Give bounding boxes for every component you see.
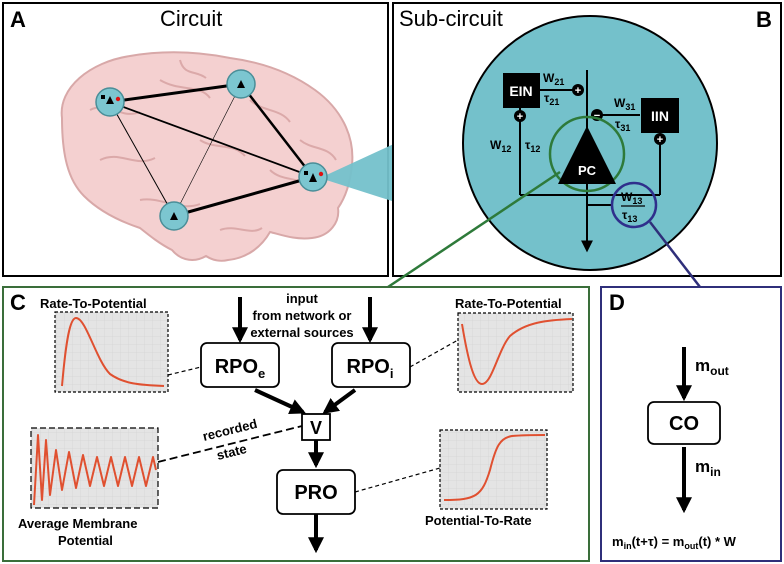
co-box — [647, 401, 721, 445]
v-label: V — [310, 418, 322, 438]
svg-text:W12: W12 — [490, 138, 511, 154]
rpo-e-label: RPOe — [215, 356, 266, 381]
amp-curve — [33, 434, 157, 506]
panel-c: C input from network or external sources… — [2, 286, 590, 562]
v-box — [301, 413, 331, 441]
svg-text:+: + — [517, 111, 523, 123]
svg-text:τ21: τ21 — [544, 91, 559, 107]
amp-title-line1: Average Membrane — [18, 516, 137, 531]
panel-a-title: Circuit — [160, 6, 222, 31]
network-node — [226, 69, 256, 99]
svg-text:W13: W13 — [621, 190, 642, 206]
input-line2: from network or — [253, 308, 352, 323]
input-line1: input — [286, 291, 318, 306]
w31-label: W31 τ31 — [614, 96, 635, 133]
rpo-i-label: RPOi — [347, 356, 394, 381]
iin-label: IIN — [651, 108, 669, 124]
panel-b-title: Sub-circuit — [399, 6, 503, 31]
input-line3: external sources — [250, 325, 353, 340]
svg-text:τ12: τ12 — [525, 138, 540, 154]
ptr-plot — [439, 429, 548, 510]
network-node — [95, 87, 125, 117]
panel-a-letter: A — [10, 7, 26, 32]
connector-blue — [649, 221, 701, 288]
brain-outline — [60, 51, 354, 262]
recorded-state-line2: state — [215, 441, 248, 463]
network-edges — [109, 82, 314, 218]
ptr-curve — [443, 434, 546, 501]
m-out-label: mout — [695, 356, 729, 378]
panel-b: B Sub-circuit + − + + — [392, 2, 782, 277]
panel-c-letter: C — [10, 290, 26, 315]
synapse-plus-w13: + — [654, 133, 666, 146]
rtp-right-title: Rate-To-Potential — [455, 296, 562, 311]
rtp-right-plot — [457, 312, 574, 393]
svg-text:+: + — [575, 85, 581, 97]
synapse-plus-w21: + — [572, 84, 584, 97]
pro-label: PRO — [294, 482, 337, 504]
amp-title-line2: Potential — [58, 533, 113, 548]
ein-label: EIN — [509, 83, 532, 99]
co-equation: min(t+τ) = mout(t) * W — [612, 534, 737, 551]
rtp-left-plot — [54, 311, 169, 393]
rtp-left-title: Rate-To-Potential — [40, 296, 147, 311]
pc-label: PC — [578, 163, 597, 178]
panel-d: D mout CO min min(t+τ) = mout(t) * W — [600, 286, 782, 562]
co-label: CO — [669, 413, 699, 435]
pc-highlight-circle — [548, 115, 626, 193]
rpo-i-box — [331, 342, 411, 388]
w13-label: W13 τ13 — [621, 190, 645, 224]
svg-text:τ31: τ31 — [615, 117, 630, 133]
svg-text:W21: W21 — [543, 71, 564, 87]
svg-text:−: − — [594, 110, 600, 122]
ein-box — [503, 73, 540, 108]
svg-text:W31: W31 — [614, 96, 635, 112]
network-node-highlighted — [298, 162, 328, 192]
svg-text:τ13: τ13 — [622, 208, 637, 224]
ptr-title: Potential-To-Rate — [425, 513, 532, 528]
flow-arrows — [232, 297, 378, 554]
rtp-left-curve — [61, 316, 165, 387]
network-node — [159, 201, 189, 231]
panel-b-letter: B — [756, 7, 772, 32]
synapse-plus-w12: + — [514, 110, 526, 123]
rtp-right-curve — [461, 318, 573, 386]
svg-text:+: + — [657, 134, 663, 146]
panel-d-letter: D — [609, 290, 625, 315]
w13-highlight-circle — [610, 181, 658, 229]
dashed-connectors — [157, 339, 459, 493]
pc-triangle — [558, 126, 616, 184]
w21-label: W21 τ21 — [543, 71, 566, 107]
w12-label: W12 τ12 — [490, 138, 540, 154]
connector-green — [387, 170, 561, 289]
rpo-e-box — [200, 342, 280, 388]
iin-box — [641, 98, 679, 133]
m-in-label: min — [695, 457, 721, 479]
